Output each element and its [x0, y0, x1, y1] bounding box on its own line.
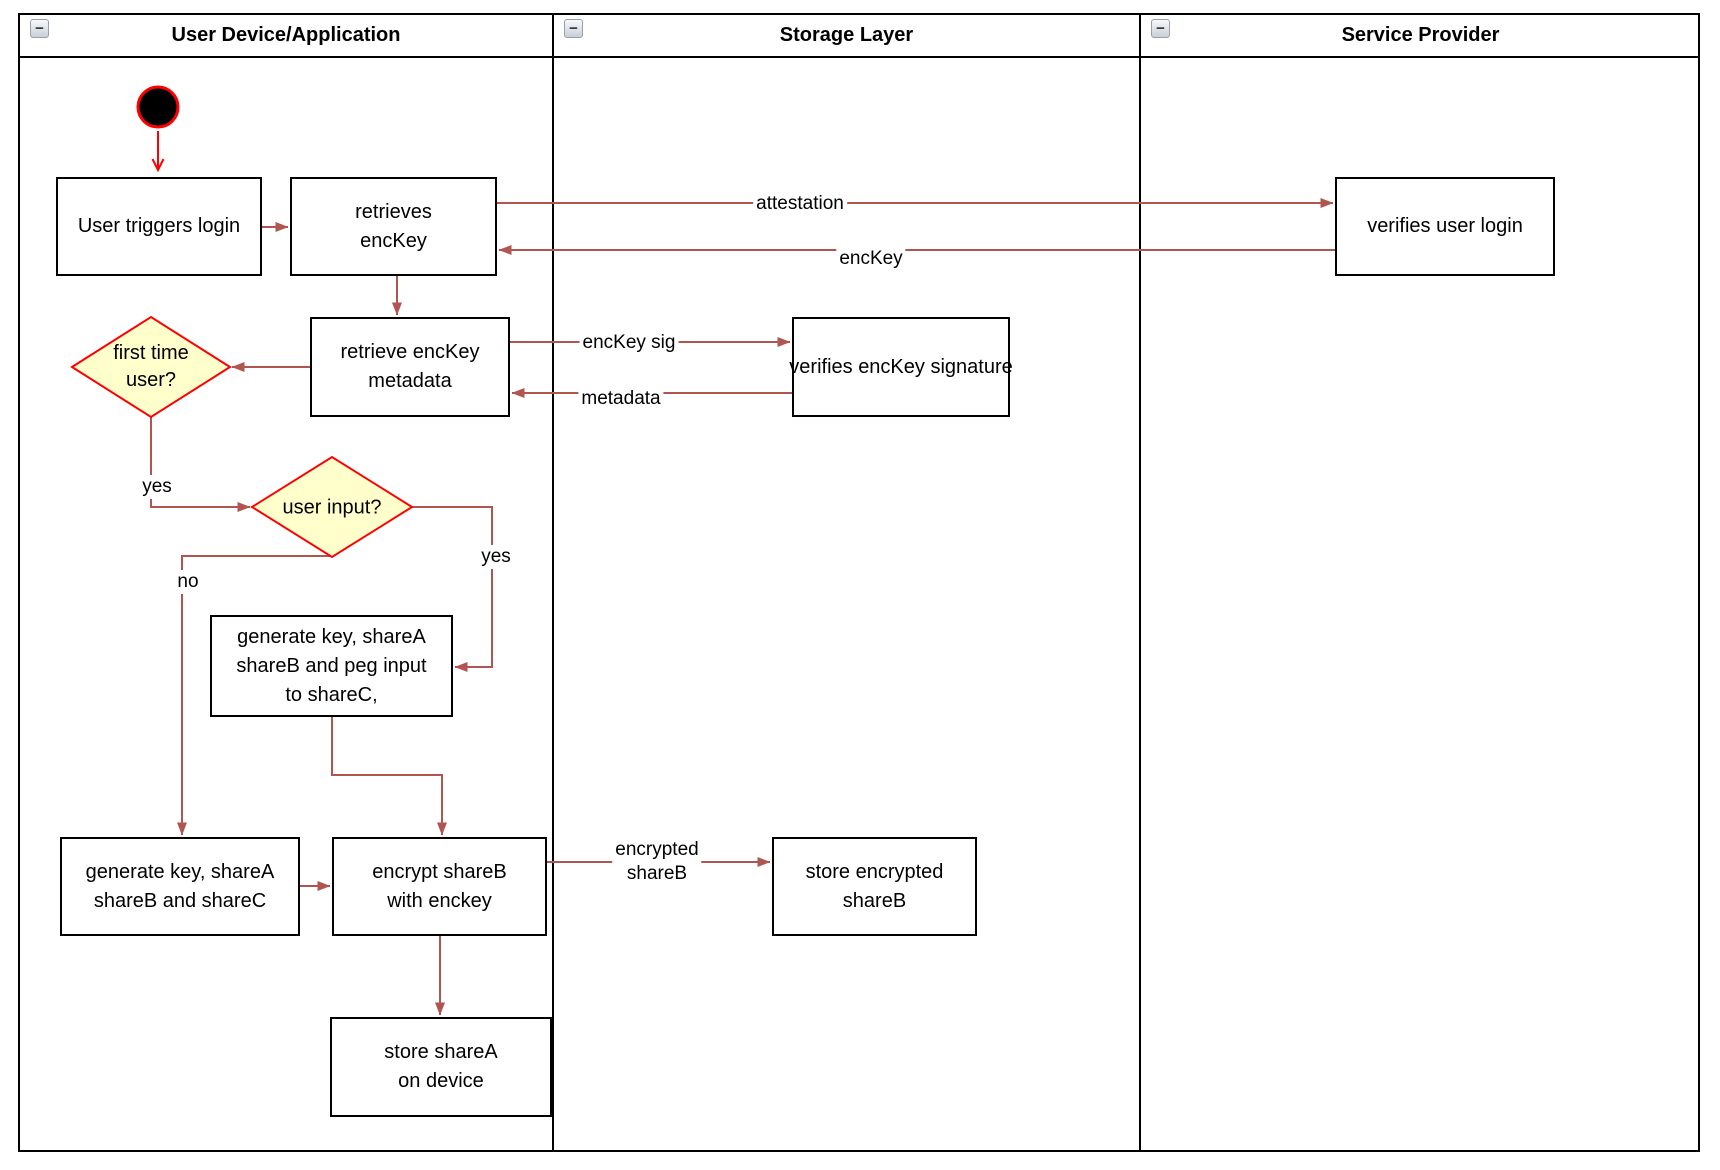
edge-label-enckey: encKey	[836, 247, 906, 271]
node-verifies-user-login[interactable]: verifies user login	[1335, 177, 1555, 276]
edge-label-encrypted-shareb: encrypted shareB	[612, 838, 702, 886]
collapse-button-storage-layer[interactable]: −	[564, 19, 583, 38]
swimlane-pool	[18, 13, 1700, 1152]
node-verifies-enckey-signature[interactable]: verifies encKey signature	[789, 317, 1013, 417]
edge-label-first-time-yes: yes	[139, 475, 175, 499]
node-generate-key-sharec[interactable]: generate key, shareA shareB and shareC	[60, 837, 300, 936]
edge-label-attestation: attestation	[753, 192, 847, 216]
decision-label-user-input: user input?	[282, 496, 382, 519]
edge-userinput-yes	[412, 506, 493, 672]
collapse-button-user-device[interactable]: −	[30, 19, 49, 38]
edge-label-user-input-no: no	[174, 570, 202, 594]
edge-label-enckey-sig: encKey sig	[579, 331, 679, 355]
node-store-encrypted-shareb[interactable]: store encrypted shareB	[772, 837, 977, 936]
node-encrypt-shareb[interactable]: encrypt shareB with enckey	[332, 837, 547, 936]
decision-first-time-user[interactable]	[70, 315, 232, 419]
edge-peg-to-encrypt	[331, 717, 447, 836]
edge-label-user-input-yes: yes	[478, 545, 514, 569]
decision-user-input[interactable]	[250, 455, 414, 559]
lane-header-user-device: − User Device/Application	[20, 15, 552, 56]
node-generate-key-peg-input[interactable]: generate key, shareA shareB and peg inpu…	[210, 615, 453, 717]
start-node[interactable]	[136, 85, 180, 129]
lane-divider-2	[1139, 13, 1141, 1152]
minus-icon: −	[35, 19, 44, 37]
lane-header-storage-layer: − Storage Layer	[554, 15, 1139, 56]
lane-title-user-device: User Device/Application	[171, 24, 401, 46]
node-store-sharea[interactable]: store shareA on device	[330, 1017, 552, 1117]
minus-icon: −	[1156, 19, 1165, 37]
edge-firsttime-yes	[150, 417, 251, 512]
edge-userinput-no	[177, 555, 331, 836]
lane-title-service-provider: Service Provider	[1341, 24, 1500, 46]
node-retrieve-enckey-metadata[interactable]: retrieve encKey metadata	[310, 317, 510, 417]
node-retrieves-enckey[interactable]: retrieves encKey	[290, 177, 497, 276]
node-user-triggers-login[interactable]: User triggers login	[56, 177, 262, 276]
collapse-button-service-provider[interactable]: −	[1151, 19, 1170, 38]
decision-label-first-time-user: first time user?	[113, 342, 189, 391]
lane-divider-1	[552, 13, 554, 1152]
minus-icon: −	[569, 19, 578, 37]
header-divider	[18, 56, 1700, 58]
edge-label-metadata: metadata	[578, 387, 664, 411]
lane-header-service-provider: − Service Provider	[1141, 15, 1700, 56]
lane-title-storage-layer: Storage Layer	[779, 24, 914, 46]
